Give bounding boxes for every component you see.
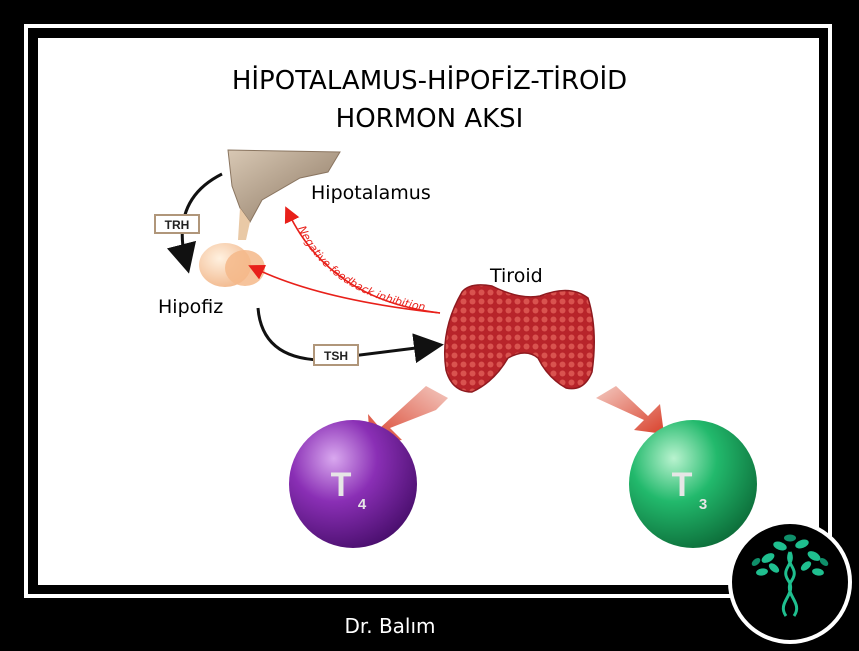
t3-sphere <box>629 420 757 548</box>
arrow-to-t3 <box>596 386 664 434</box>
hypothalamus-label: Hipotalamus <box>311 182 431 204</box>
pituitary-stalk <box>238 208 250 240</box>
footer-author: Dr. Balım <box>344 614 436 638</box>
t3-subscript: 3 <box>699 496 707 513</box>
thyroid-label: Tiroid <box>490 265 543 287</box>
feedback-arrow-pituitary <box>248 264 441 314</box>
trh-label: TRH <box>165 218 190 232</box>
tsh-label: TSH <box>324 349 348 363</box>
thyroid-shape <box>443 284 595 393</box>
trh-arrow <box>166 172 223 274</box>
arrow-to-t4 <box>368 386 448 444</box>
t4-sphere <box>289 420 417 548</box>
hypothalamus-shape <box>227 149 341 223</box>
pituitary-label: Hipofiz <box>158 296 224 318</box>
t3-label: T <box>672 466 693 504</box>
slide-title-line1: HİPOTALAMUS-HİPOFİZ-TİROİD <box>231 66 628 96</box>
slide-title-line2: HORMON AKSI <box>335 104 524 134</box>
t4-label: T <box>331 466 352 504</box>
trh-box <box>154 214 200 234</box>
feedback-arrow-hypothalamus <box>284 206 441 314</box>
feedback-label: Negative feedback inhibition <box>295 224 426 314</box>
t4-subscript: 4 <box>358 496 367 513</box>
tree-dna-logo-icon <box>728 520 852 644</box>
tsh-box <box>313 344 359 366</box>
logo-graphic <box>751 534 829 617</box>
pituitary-posterior <box>225 250 265 286</box>
